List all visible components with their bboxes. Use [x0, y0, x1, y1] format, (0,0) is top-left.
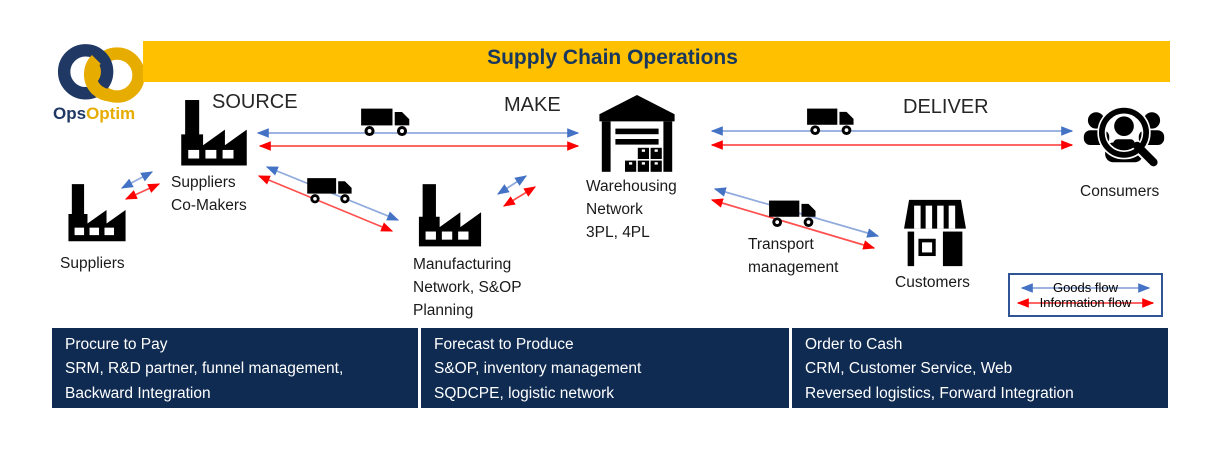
band-order-to-cash: Order to Cash CRM, Customer Service, Web… — [792, 328, 1168, 408]
truck-icon-make-deliver — [806, 104, 860, 138]
label-comakers: Suppliers Co-Makers — [171, 174, 247, 214]
header-bar — [143, 41, 1170, 82]
manufacturing-factory-icon — [413, 180, 487, 249]
warehouse-icon — [599, 95, 675, 172]
comakers-factory-icon — [175, 96, 253, 168]
logo-text-ops: Ops — [53, 104, 87, 123]
legend-information-flow: Information flow — [1039, 295, 1132, 310]
process-bands: Procure to Pay SRM, R&D partner, funnel … — [52, 328, 1168, 408]
truck-icon-comakers-manufacturing — [306, 174, 358, 206]
label-suppliers: Suppliers — [60, 255, 125, 272]
consumers-icon — [1083, 106, 1165, 171]
suppliers-factory-icon — [63, 180, 131, 244]
logo-rings-icon — [57, 44, 145, 103]
flow-legend: Goods flow Information flow — [1008, 273, 1163, 317]
logo-wordmark: OpsOptim — [53, 104, 135, 124]
truck-icon-source-make — [360, 104, 416, 139]
information-flow-arrow-manufacturing-warehouse — [502, 186, 537, 207]
page-title: Supply Chain Operations — [487, 46, 738, 69]
legend-goods-flow: Goods flow — [1052, 280, 1119, 295]
opsoptim-logo — [48, 42, 158, 134]
stage-label-make: MAKE — [504, 94, 561, 116]
label-customers: Customers — [895, 274, 970, 291]
band-forecast-to-produce: Forecast to Produce S&OP, inventory mana… — [421, 328, 789, 408]
label-warehousing: Warehousing Network 3PL, 4PL — [586, 178, 677, 241]
band-procure-to-pay: Procure to Pay SRM, R&D partner, funnel … — [52, 328, 418, 408]
stage-label-source: SOURCE — [212, 91, 298, 113]
legend-arrows — [1016, 283, 1155, 308]
label-transport: Transport management — [748, 236, 839, 276]
label-manufacturing: Manufacturing Network, S&OP Planning — [413, 256, 522, 319]
logo-text-optim: Optim — [86, 104, 136, 123]
stage-label-deliver: DELIVER — [903, 96, 989, 118]
truck-icon-transport — [768, 196, 822, 230]
goods-flow-arrow-manufacturing-warehouse — [496, 175, 528, 195]
label-consumers: Consumers — [1080, 183, 1160, 200]
store-icon — [904, 199, 966, 267]
